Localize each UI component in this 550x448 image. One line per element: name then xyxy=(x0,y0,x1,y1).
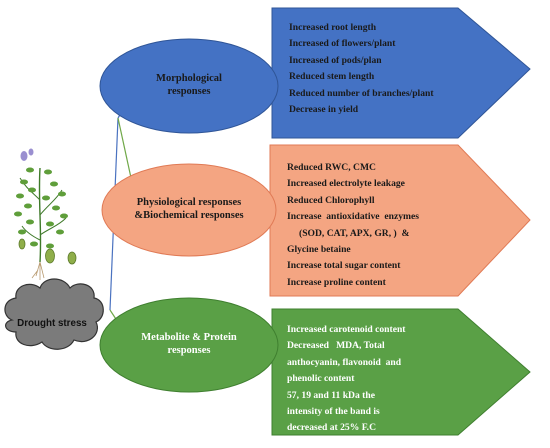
metabolite-ellipse xyxy=(99,297,279,393)
list-item: Increase antioxidative enzymes xyxy=(287,211,419,223)
list-item: Reduced RWC, CMC xyxy=(287,162,376,173)
physiological-arrow-box xyxy=(269,144,531,297)
metabolite-label: Metabolite & Protein responses xyxy=(110,331,268,357)
physiological-label-line: Physiological responses xyxy=(136,197,242,208)
list-item: (SOD, CAT, APX, GR, ) & xyxy=(299,227,410,239)
morphological-label-line: Morphological xyxy=(156,73,222,84)
list-item: Increased root length xyxy=(289,22,377,33)
chickpea-plant-icon xyxy=(14,148,77,280)
metabolite-arrow-box xyxy=(271,308,531,436)
metabolite-label-line: Metabolite & Protein xyxy=(141,332,237,343)
morphological-arrow-box xyxy=(271,7,531,139)
list-item: Increased electrolyte leakage xyxy=(287,178,405,190)
list-item: Increased of flowers/plant xyxy=(289,38,396,50)
list-item: Increase proline content xyxy=(287,276,386,288)
list-item: 57, 19 and 11 kDa the xyxy=(287,389,375,401)
metabolite-items: Increased carotenoid content Decreased M… xyxy=(287,322,406,437)
physiological-ellipse xyxy=(101,163,277,257)
morphological-label-line: responses xyxy=(167,86,211,97)
list-item: Reduced number of branches/plant xyxy=(289,87,434,99)
list-item: phenolic content xyxy=(287,373,355,385)
morphological-ellipse xyxy=(99,38,279,134)
list-item: anthocyanin, flavonoid and xyxy=(287,356,402,368)
list-item: Decreased MDA, Total xyxy=(287,340,385,352)
list-item: decreased at 25% F.C xyxy=(287,422,376,434)
list-item: Decrease in yield xyxy=(289,104,359,116)
physiological-items: Reduced RWC, CMC Increased electrolyte l… xyxy=(287,160,419,291)
list-item: Glycine betaine xyxy=(287,244,351,256)
list-item: Reduced stem length xyxy=(289,71,375,83)
drought-cloud-icon xyxy=(4,278,104,350)
list-item: Reduced Chlorophyll xyxy=(287,194,375,206)
physiological-label-line: &Biochemical responses xyxy=(134,210,244,221)
metabolite-label-line: responses xyxy=(167,345,211,356)
morphological-items: Increased root length Increased of flowe… xyxy=(289,20,434,118)
physiological-label: Physiological responses &Biochemical res… xyxy=(110,196,268,222)
drought-stress-label: Drought stress xyxy=(17,318,87,329)
list-item: Increase total sugar content xyxy=(287,260,401,272)
list-item: Increased carotenoid content xyxy=(287,324,406,335)
morphological-label: Morphological responses xyxy=(110,72,268,98)
list-item: Increased of pods/plan xyxy=(289,54,382,66)
list-item: intensity of the band is xyxy=(287,406,380,418)
